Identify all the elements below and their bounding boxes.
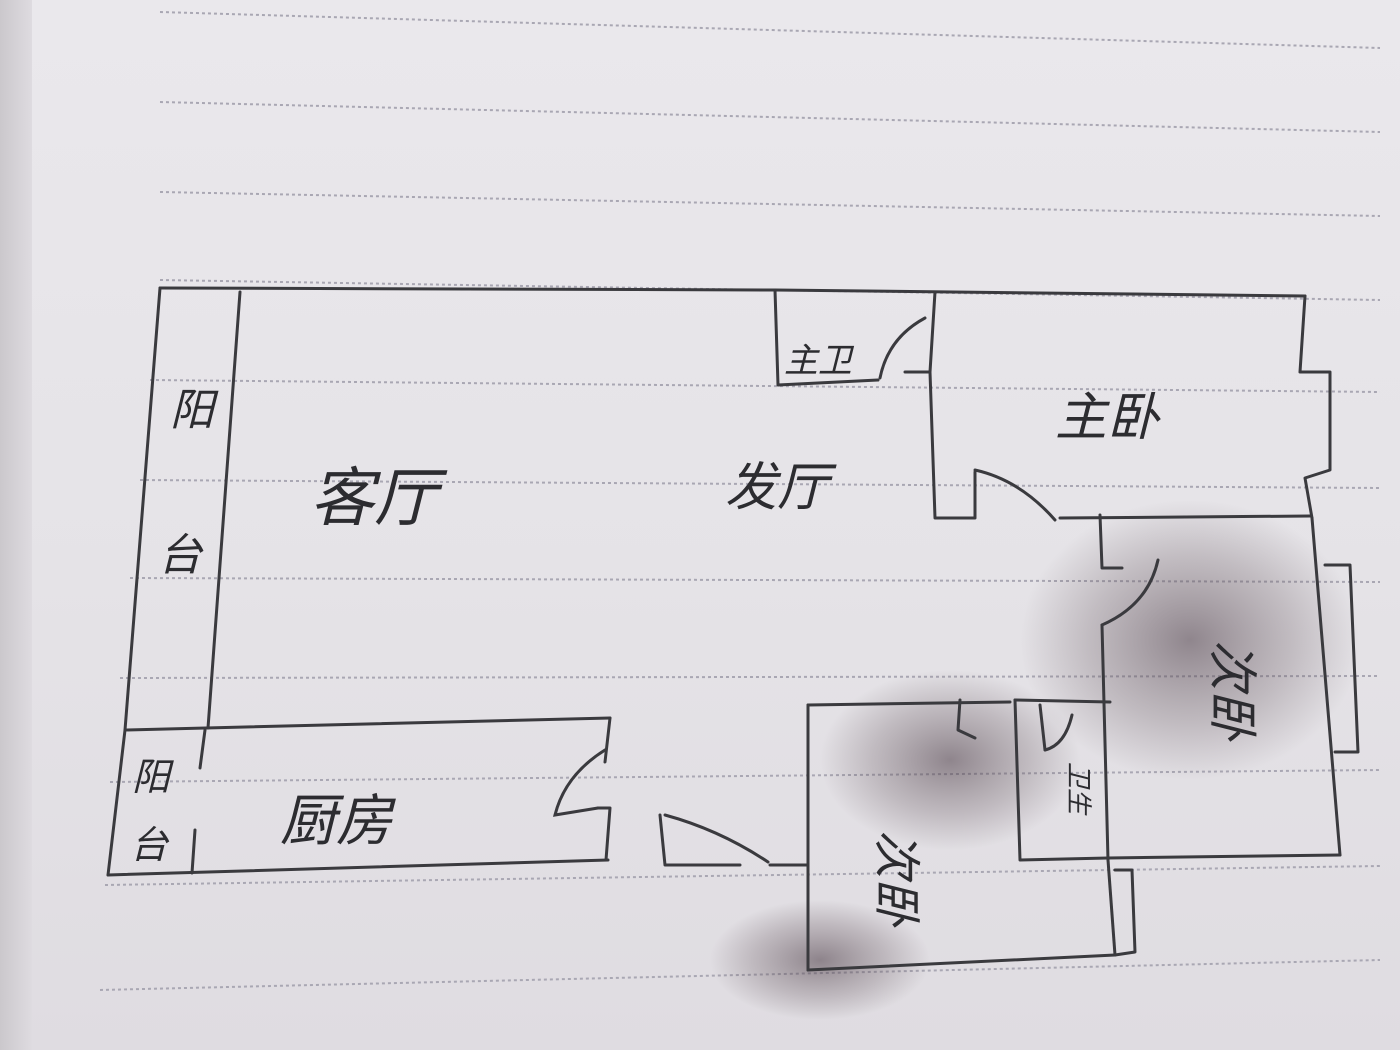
left-balcony-char-2: 台 <box>158 530 204 581</box>
kitchen-label: 厨房 <box>280 789 396 854</box>
living-room-label: 客厅 <box>310 462 448 536</box>
master-bath-label: 主卫 <box>784 341 855 381</box>
left-balcony-char-1: 阳 <box>170 385 219 436</box>
master-bedroom-label: 主卧 <box>1055 388 1161 448</box>
secondary-bath-label: 卫生 <box>1063 762 1093 816</box>
second-bedroom-a-label: 次卧 <box>1203 640 1261 742</box>
entry-door <box>663 813 770 864</box>
second-bedroom-door <box>1100 558 1160 627</box>
lower-balcony-char-2: 台 <box>130 823 170 867</box>
walls <box>106 286 1360 972</box>
master-bedroom-door <box>973 468 1057 522</box>
dining-room-label: 发厅 <box>725 458 837 518</box>
doors <box>552 316 1160 864</box>
smudge-marks <box>710 500 1360 1020</box>
master-bath-door <box>878 316 927 380</box>
second-bedroom-b-label: 次卧 <box>868 830 924 928</box>
room-labels: 客厅 发厅 主卫 主卧 厨房 次卧 次卧 卫生 阳 台 阳 台 <box>130 341 1261 928</box>
lower-balcony-char-1: 阳 <box>132 755 174 799</box>
page-edge <box>0 0 32 1050</box>
kitchen-door <box>552 748 607 817</box>
bath-door <box>1043 713 1074 752</box>
